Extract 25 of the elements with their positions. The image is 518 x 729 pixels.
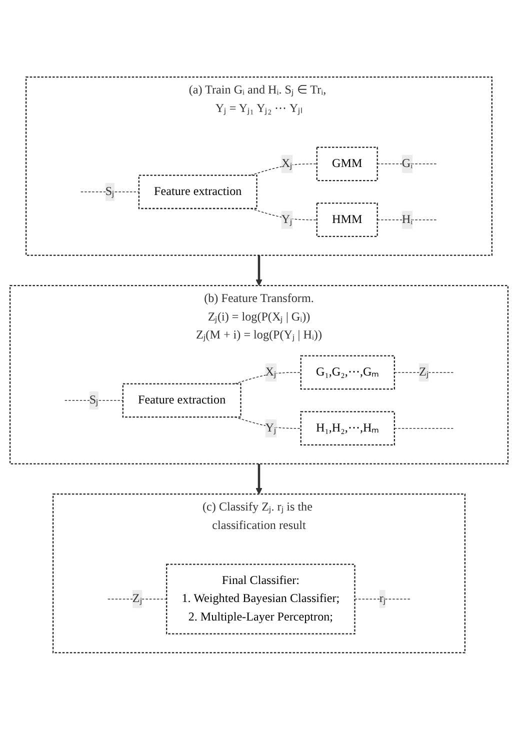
- edge-label: Yⱼ: [265, 421, 276, 434]
- connector: [80, 191, 140, 192]
- edge-label: Yⱼ: [281, 212, 292, 226]
- edge-label: Zⱼ: [418, 365, 429, 378]
- edge-label: Sⱼ: [89, 393, 98, 406]
- node-box: Feature extraction: [122, 382, 242, 418]
- edge-label: Xⱼ: [265, 365, 276, 378]
- connector: [376, 219, 438, 220]
- edge-label: Zⱼ: [132, 592, 142, 605]
- connector: [376, 163, 438, 164]
- arrow: [256, 463, 262, 494]
- connector: [107, 598, 167, 600]
- edge-label: Hᵢ: [402, 212, 413, 226]
- connector: [354, 598, 411, 600]
- node-box: Final Classifier: 1. Weighted Bayesian Classifier; 2. Multiple-Layer Perceptron;: [166, 563, 356, 634]
- edge-label: Sⱼ: [105, 184, 114, 198]
- node-box: HMM: [316, 202, 378, 237]
- edge-label: rⱼ: [379, 592, 386, 605]
- node-box: G₁,G₂,⋯,Gₘ: [300, 354, 395, 390]
- edge-label: Xⱼ: [281, 156, 292, 170]
- node-box: Feature extraction: [138, 174, 258, 209]
- node-box: H₁,H₂,⋯,Hₘ: [300, 410, 395, 446]
- arrow: [256, 254, 262, 286]
- node-box: GMM: [316, 146, 378, 181]
- edge-label: Gᵢ: [402, 156, 413, 170]
